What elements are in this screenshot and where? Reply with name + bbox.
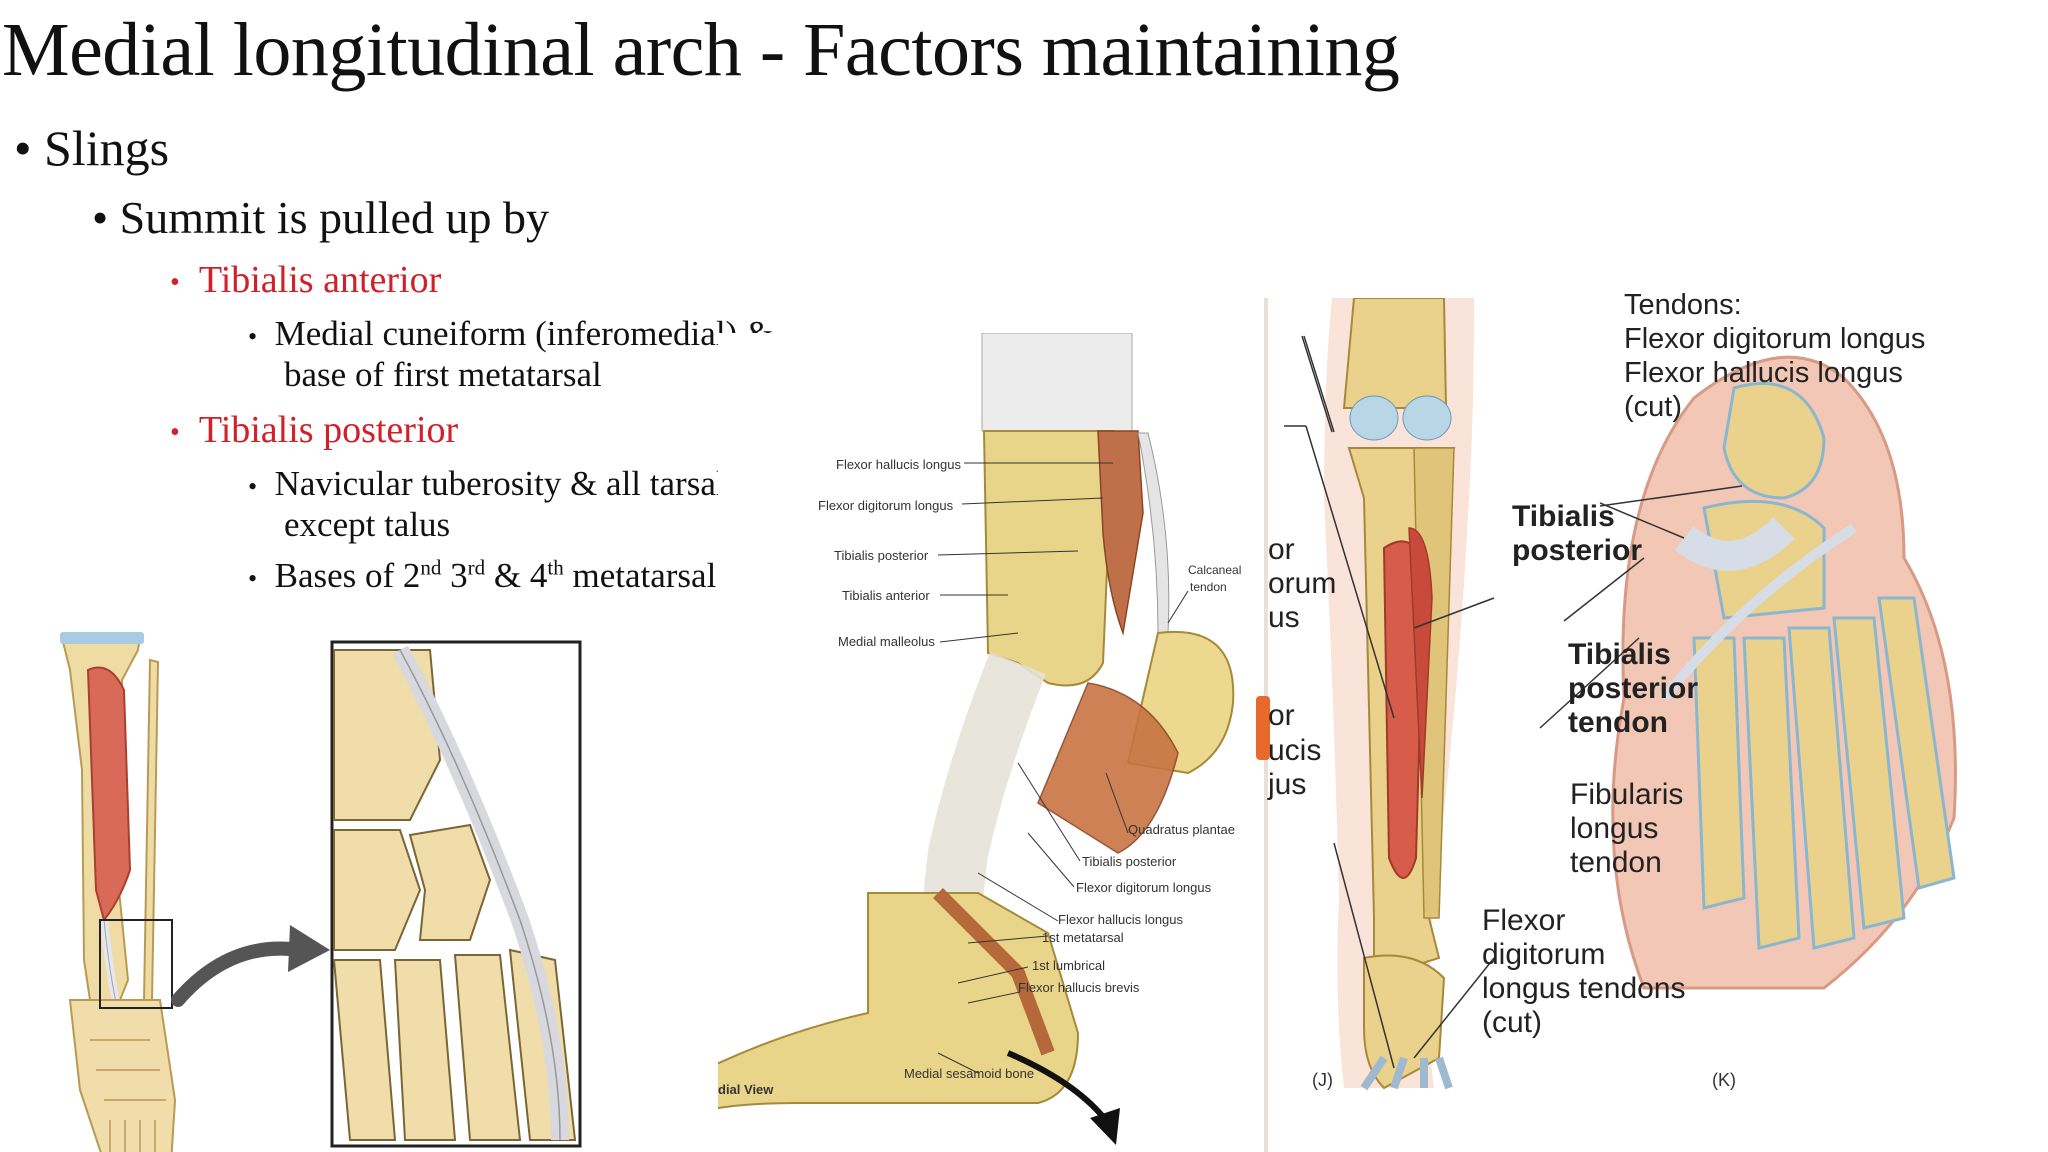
label-fibularis: Fibularis longus tendon <box>1570 778 1683 880</box>
label-line: (cut) <box>1624 391 1682 423</box>
label-cut-left-2: orum <box>1268 567 1337 600</box>
bullet-text: & 4 <box>485 556 548 595</box>
label-sesamoid: Medial sesamoid bone <box>904 1066 1035 1081</box>
bullet-ta-detail-cont: base of first metatarsal <box>284 355 602 394</box>
bullet-dot: • <box>170 417 180 449</box>
posterior-plantar-figure <box>1264 298 2048 1152</box>
label-fhl: Flexor hallucis longus <box>836 457 962 472</box>
label-line: Flexor hallucis longus <box>1624 357 1903 389</box>
label-tendons: Tendons: Flexor digitorum longus Flexor … <box>1624 288 1925 424</box>
medial-view-figure <box>718 333 1270 1152</box>
bullet-text: Slings <box>44 120 170 176</box>
label-calcaneal-tendon: tendon <box>1190 580 1227 594</box>
bullet-dot: • <box>170 267 180 299</box>
bullet-bases: • Bases of 2nd 3rd & 4th metatarsal <box>248 555 716 600</box>
bullet-dot: • <box>248 563 258 593</box>
label-tp-tendon: Tibialis posterior tendon <box>1568 638 1698 740</box>
label-cut-left-5: ucis <box>1268 734 1322 767</box>
label-cut-left-4: or <box>1268 699 1295 732</box>
label-line: longus <box>1570 812 1659 845</box>
bullet-text: Summit is pulled up by <box>119 192 549 243</box>
bullet-text: Tibialis posterior <box>198 409 459 451</box>
bullet-tibialis-anterior: • Tibialis anterior <box>170 257 441 306</box>
bullet-text: Navicular tuberosity & all tarsal <box>274 464 726 503</box>
superscript: rd <box>467 555 486 580</box>
bullet-text: metatarsal <box>563 556 717 595</box>
label-line: Flexor digitorum longus <box>1624 323 1926 355</box>
superscript: th <box>547 555 564 580</box>
bullet-tp-detail-cont: except talus <box>284 505 451 544</box>
slide-title: Medial longitudinal arch - Factors maint… <box>2 8 1400 92</box>
caption-k: (K) <box>1712 1070 1736 1090</box>
label-line: Flexor <box>1482 904 1566 937</box>
bullet-text: Medial cuneiform (inferomedial) & <box>274 314 774 353</box>
superscript: nd <box>420 555 442 580</box>
label-line: Tibialis <box>1568 638 1671 671</box>
bullet-tp-detail: • Navicular tuberosity & all tarsal <box>248 463 726 508</box>
label-tibialis-posterior: Tibialis posterior <box>1512 500 1642 568</box>
label-line: tendon <box>1568 706 1668 739</box>
label-quadratus: Quadratus plantae <box>1128 822 1235 837</box>
label-cut-left-1: or <box>1268 533 1295 566</box>
bullet-text: 3 <box>441 556 468 595</box>
label-line: tendon <box>1570 846 1662 879</box>
view-caption: dial View <box>718 1082 774 1097</box>
orange-marker <box>1256 696 1270 760</box>
label-fdl: Flexor digitorum longus <box>818 498 954 513</box>
label-tp-right: Tibialis posterior <box>1082 854 1177 869</box>
bullet-summit: • Summit is pulled up by <box>92 190 549 246</box>
label-line: Tendons: <box>1624 289 1742 321</box>
label-ta: Tibialis anterior <box>842 588 930 603</box>
label-fhl-right: Flexor hallucis longus <box>1058 912 1184 927</box>
label-line: longus tendons <box>1482 972 1686 1005</box>
bullet-slings: • Slings <box>14 118 169 178</box>
tibialis-anterior-figure <box>60 632 582 1152</box>
label-fdl-right: Flexor digitorum longus <box>1076 880 1212 895</box>
label-line: Tibialis <box>1512 500 1615 533</box>
caption-j: (J) <box>1312 1070 1333 1090</box>
label-fhb: Flexor hallucis brevis <box>1018 980 1140 995</box>
bullet-ta-detail: • Medial cuneiform (inferomedial) & <box>248 313 773 358</box>
label-lumbrical: 1st lumbrical <box>1032 958 1105 973</box>
label-fdl-tendons: Flexor digitorum longus tendons (cut) <box>1482 904 1686 1040</box>
label-line: posterior <box>1512 534 1643 567</box>
label-calcaneal: Calcaneal <box>1188 563 1242 577</box>
label-cut-left-3: us <box>1268 601 1300 634</box>
label-metatarsal: 1st metatarsal <box>1042 930 1124 945</box>
label-line: digitorum <box>1482 938 1606 971</box>
bullet-dot: • <box>14 120 32 176</box>
bullet-dot: • <box>248 321 258 351</box>
bullet-text: Bases of 2 <box>274 556 421 595</box>
label-line: Fibularis <box>1570 778 1684 811</box>
bullet-dot: • <box>248 471 258 501</box>
bullet-dot: • <box>92 192 109 243</box>
label-malleolus: Medial malleolus <box>838 634 935 649</box>
label-line: posterior <box>1568 672 1699 705</box>
label-line: (cut) <box>1482 1006 1542 1039</box>
bullet-tibialis-posterior: • Tibialis posterior <box>170 407 458 456</box>
bullet-text: Tibialis anterior <box>198 259 442 301</box>
label-tp: Tibialis posterior <box>834 548 929 563</box>
label-cut-left-6: jus <box>1268 768 1307 801</box>
